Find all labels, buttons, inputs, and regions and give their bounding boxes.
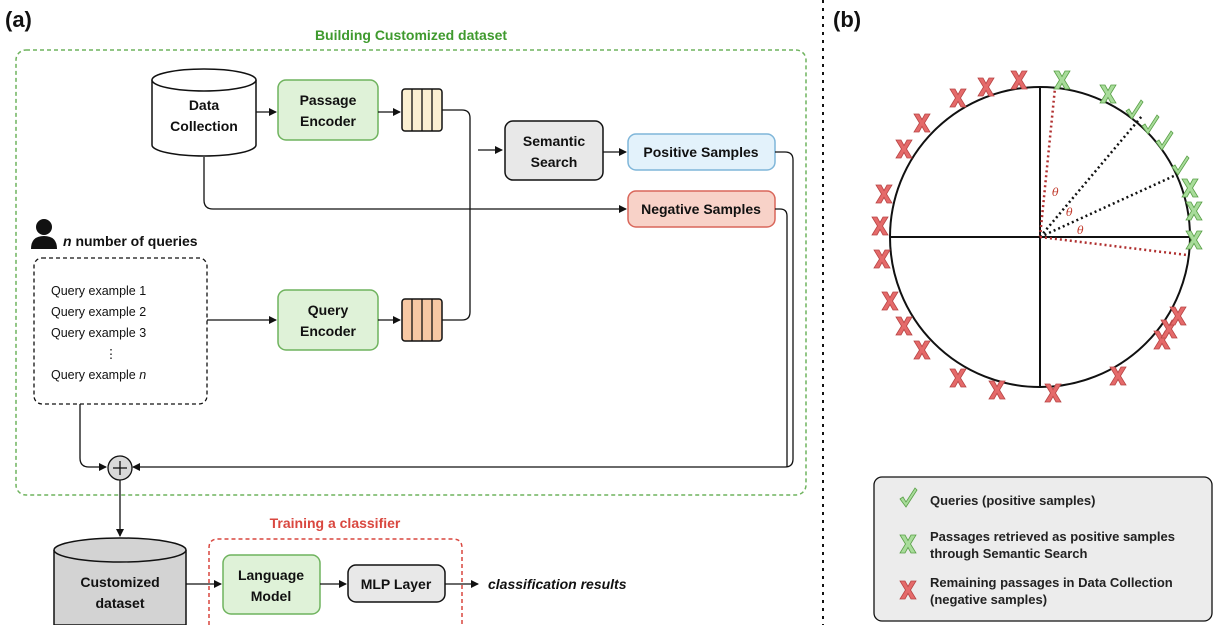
- red-x-icon: [977, 77, 995, 97]
- legend-retrieved-line-1: Passages retrieved as positive samples: [930, 529, 1175, 544]
- legend-queries: Queries (positive samples): [930, 493, 1095, 508]
- green-x-icon: [1181, 178, 1199, 198]
- passage-encoder-label-2: Encoder: [300, 113, 357, 129]
- red-x-icon: [949, 88, 967, 108]
- query-example-2: Query example 2: [51, 305, 146, 319]
- combine-node: [107, 455, 133, 481]
- language-model-box: Language Model: [222, 554, 321, 615]
- building-dataset-frame: [15, 49, 807, 496]
- passage-encoder-label-1: Passage: [300, 92, 357, 108]
- red-x-icon: [1109, 366, 1127, 386]
- legend-box: [873, 476, 1213, 622]
- negative-samples-label: Negative Samples: [641, 201, 761, 217]
- legend-remaining-line-1: Remaining passages in Data Collection: [930, 575, 1173, 590]
- training-classifier-title: Training a classifier: [270, 515, 401, 531]
- arrow-collection-to-negative: [203, 157, 627, 213]
- red-x-icon: [895, 316, 913, 336]
- theta-label-2: θ: [1066, 206, 1073, 219]
- panel-b-label: (b): [833, 7, 861, 32]
- passage-embedding-vector: [401, 88, 443, 132]
- red-x-icon: [871, 216, 889, 236]
- connectors: [79, 108, 794, 537]
- legend: Queries (positive samples) Passages retr…: [873, 476, 1213, 622]
- query-encoder-label-2: Encoder: [300, 323, 357, 339]
- line-negative-to-combine: [775, 208, 788, 467]
- semantic-search-label-2: Search: [531, 154, 578, 170]
- legend-retrieved-line-2: through Semantic Search: [930, 546, 1088, 561]
- red-x-icon: [1010, 70, 1028, 90]
- customized-dataset-label-2: dataset: [95, 595, 144, 611]
- user-icon: [31, 219, 57, 249]
- building-dataset-title: Building Customized dataset: [315, 27, 507, 43]
- line-vectors-joint: [442, 109, 471, 321]
- positive-samples-box: Positive Samples: [627, 133, 776, 171]
- customized-dataset-cylinder: Customized dataset: [53, 537, 187, 625]
- customized-dataset-label-1: Customized: [80, 574, 159, 590]
- red-x-icon: [913, 340, 931, 360]
- query-encoder-box: Query Encoder: [277, 289, 379, 351]
- green-x-icon: [1099, 84, 1117, 104]
- query-example-3: Query example 3: [51, 326, 146, 340]
- arrow-positive-to-combine: [132, 151, 794, 471]
- arrow-queries-to-combine: [79, 404, 107, 471]
- red-x-icon: [913, 113, 931, 133]
- semantic-search-label-1: Semantic: [523, 133, 585, 149]
- panel-a-label: (a): [5, 7, 32, 32]
- positive-samples-label: Positive Samples: [643, 144, 758, 160]
- data-collection-cylinder: Data Collection: [151, 68, 257, 157]
- query-list-box: [33, 257, 208, 405]
- query-embedding-vector: [401, 298, 443, 342]
- red-x-icon: [873, 249, 891, 269]
- red-x-icon: [949, 368, 967, 388]
- training-classifier-frame: [208, 538, 463, 625]
- language-model-label-1: Language: [238, 567, 304, 583]
- legend-remaining-line-2: (negative samples): [930, 592, 1047, 607]
- red-x-icon: [895, 139, 913, 159]
- vector-space-circle-group: θ θ θ: [889, 86, 1191, 388]
- language-model-label-2: Model: [251, 588, 291, 604]
- query-example-1: Query example 1: [51, 284, 146, 298]
- queries-heading: n number of queries: [63, 233, 198, 249]
- red-x-icon: [875, 184, 893, 204]
- red-x-icon: [881, 291, 899, 311]
- query-direction-1: [1039, 115, 1143, 238]
- data-collection-label-1: Data: [189, 97, 220, 113]
- semantic-search-box: Semantic Search: [504, 120, 604, 181]
- mlp-layer-box: MLP Layer: [347, 564, 446, 603]
- theta-label-1: θ: [1052, 186, 1059, 199]
- mlp-layer-label: MLP Layer: [361, 576, 432, 592]
- green-x-icon: [1053, 70, 1071, 90]
- data-collection-label-2: Collection: [170, 118, 238, 134]
- query-encoder-label-1: Query: [308, 302, 349, 318]
- query-ellipsis: ⋮: [105, 347, 118, 361]
- red-x-icon: [1169, 306, 1187, 326]
- query-example-n: Query example n: [51, 368, 146, 382]
- passage-encoder-box: Passage Encoder: [277, 79, 379, 141]
- negative-samples-box: Negative Samples: [627, 190, 776, 228]
- theta-label-3: θ: [1077, 224, 1084, 237]
- red-x-icon: [988, 380, 1006, 400]
- classification-results-label: classification results: [488, 576, 627, 592]
